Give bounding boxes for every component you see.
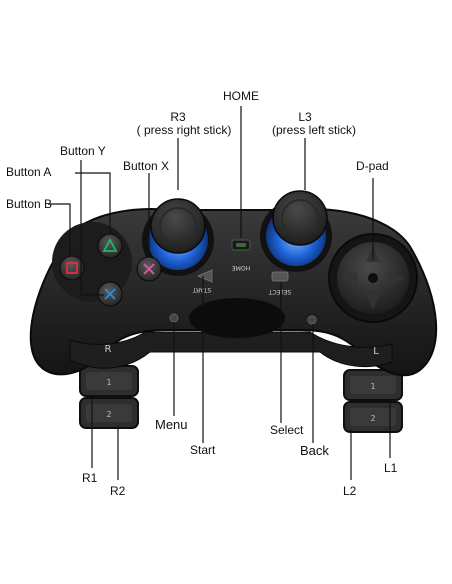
triangle-icon <box>102 238 118 252</box>
dpad-label: D-pad <box>356 159 389 173</box>
face-buttons <box>52 222 162 307</box>
r1-trigger-number: 1 <box>106 378 111 387</box>
controller-body <box>29 208 438 377</box>
home-label: HOME <box>223 89 259 103</box>
center-recess <box>189 298 285 338</box>
button-x[interactable] <box>136 256 162 282</box>
back-button[interactable] <box>307 315 317 325</box>
button-b-label: Button B <box>6 197 53 211</box>
button-x-label: Button X <box>123 159 170 173</box>
right-triggers: 1 2 <box>79 365 139 429</box>
start-label: Start <box>190 443 216 457</box>
menu-label: Menu <box>155 417 188 432</box>
dpad[interactable] <box>328 233 418 323</box>
r1-label: R1 <box>82 471 98 485</box>
home-button[interactable] <box>231 239 251 251</box>
y-cross-icon <box>104 288 116 300</box>
back-label: Back <box>300 443 329 458</box>
button-y-label: Button Y <box>60 144 106 158</box>
l3-label-subtitle: (press left stick) <box>271 123 357 137</box>
select-button[interactable] <box>271 271 289 282</box>
left-analog-stick[interactable] <box>260 190 332 272</box>
r2-label: R2 <box>110 484 126 498</box>
menu-button[interactable] <box>169 313 179 323</box>
button-a-label: Button A <box>6 165 52 179</box>
start-device-label: START <box>192 286 211 293</box>
r3-label-title: R3 <box>170 110 186 124</box>
right-bumper-letter: R <box>105 344 112 355</box>
button-y[interactable] <box>97 281 123 307</box>
cross-icon <box>143 263 155 275</box>
right-analog-stick[interactable] <box>142 198 214 276</box>
l2-trigger-number: 2 <box>370 414 375 423</box>
select-device-label: SELECT <box>268 288 291 295</box>
l1-trigger-number: 1 <box>370 382 375 391</box>
left-bumper-letter: L <box>373 346 379 357</box>
home-device-label: HOME <box>232 264 250 271</box>
l2-label: L2 <box>343 484 357 498</box>
button-b[interactable] <box>59 255 85 281</box>
l3-label-title: L3 <box>298 110 312 124</box>
button-a[interactable] <box>97 233 123 259</box>
start-button[interactable] <box>196 269 213 283</box>
leader-lines <box>48 106 391 480</box>
left-triggers: 1 2 <box>343 369 403 433</box>
select-label: Select <box>270 423 304 437</box>
square-icon <box>66 262 78 274</box>
l1-label: L1 <box>384 461 398 475</box>
r3-label-subtitle: ( press right stick) <box>136 123 232 137</box>
r2-trigger-number: 2 <box>106 410 111 419</box>
